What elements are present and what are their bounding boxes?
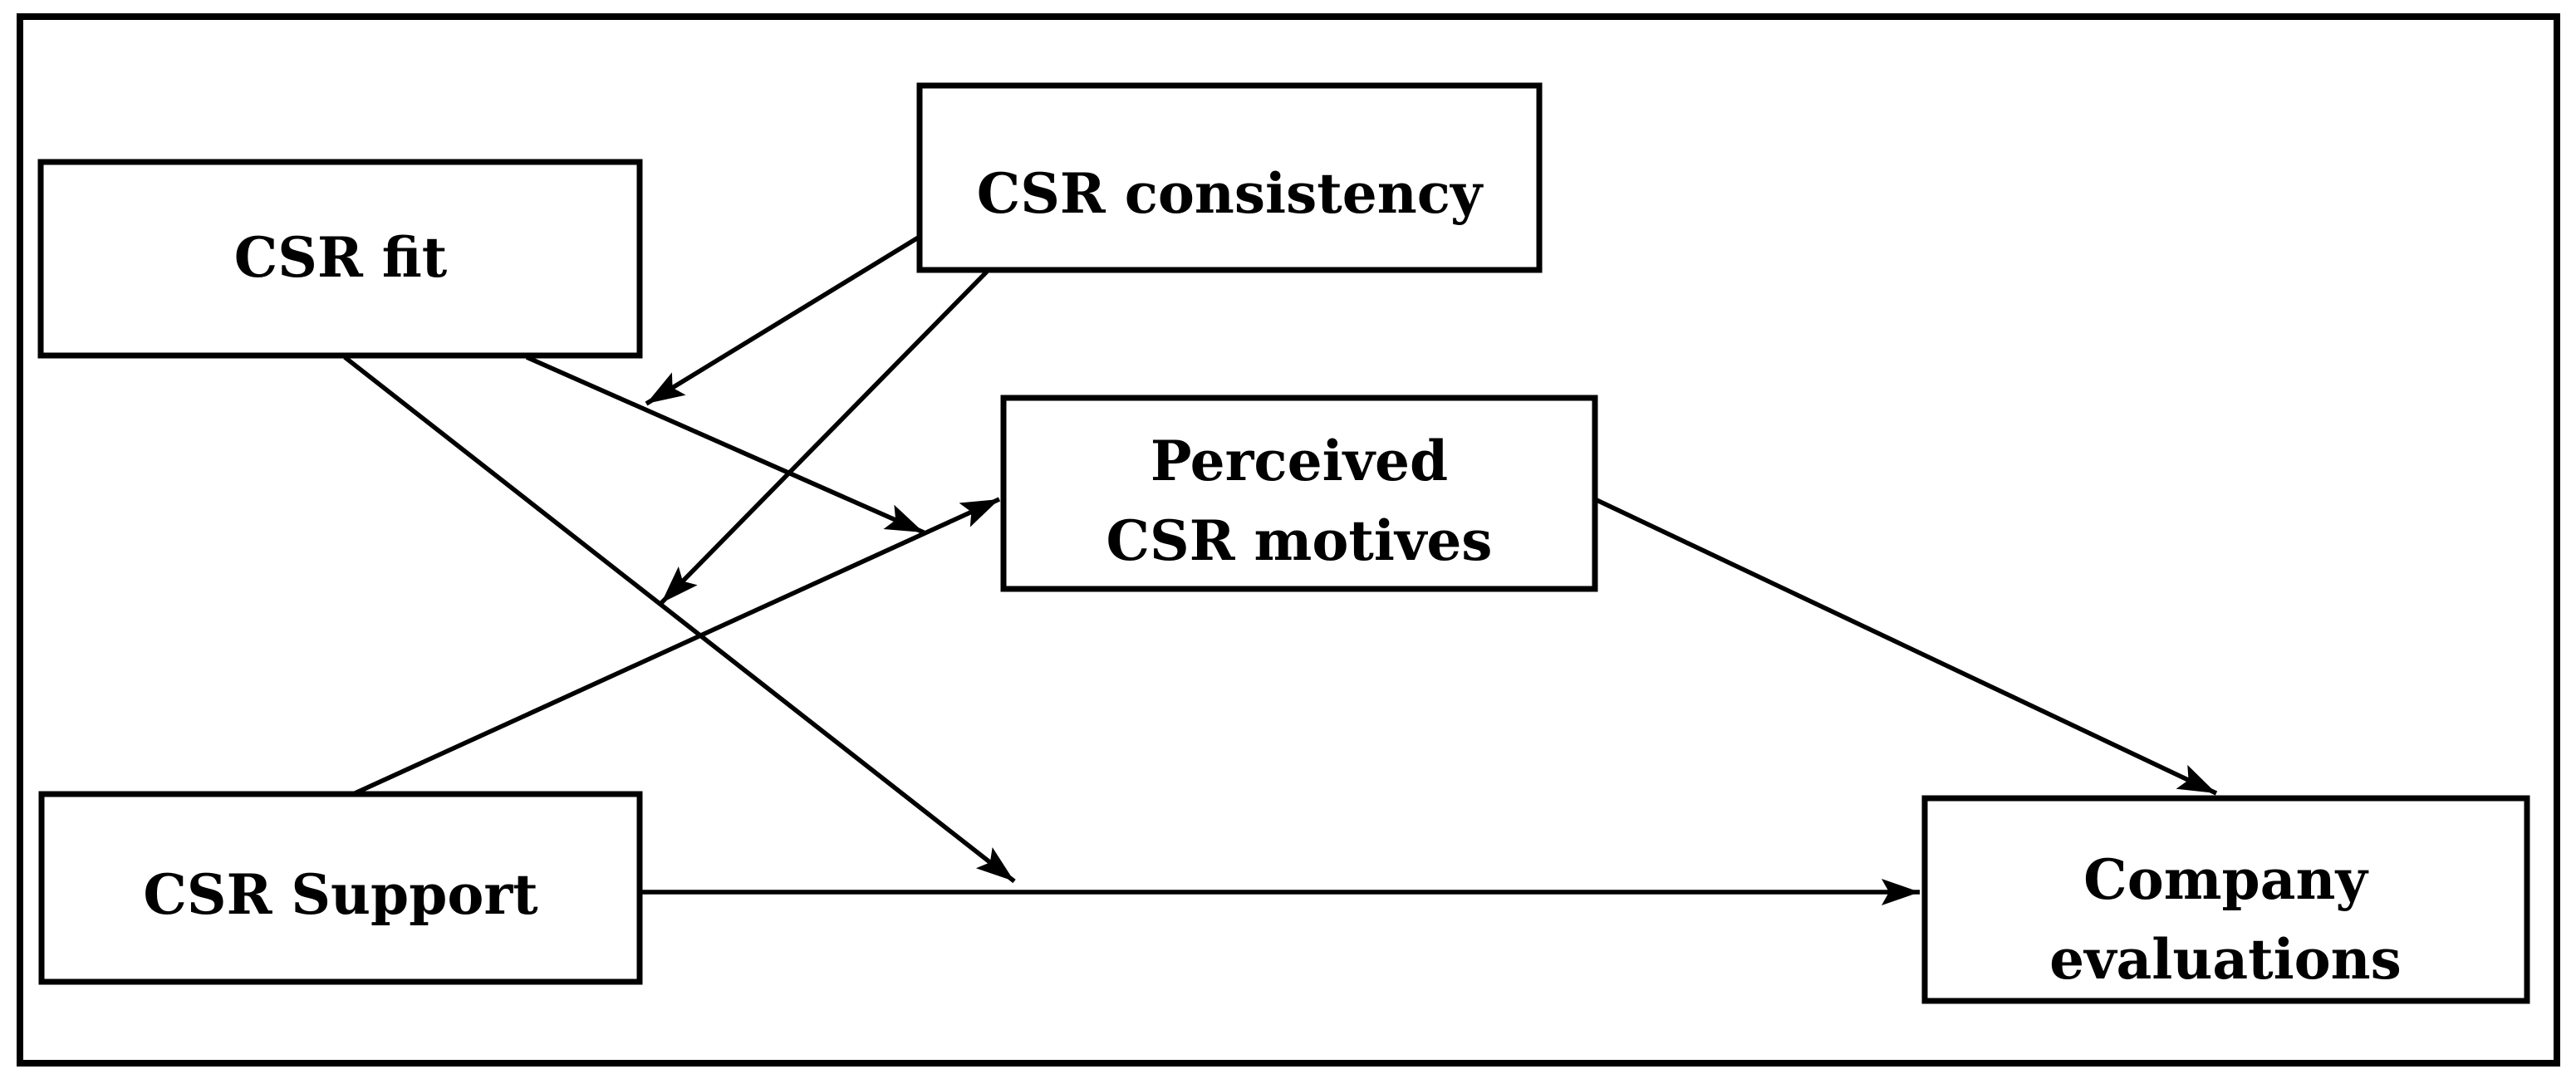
arrow-fit-moderates-support-evaluations-path [343,355,1016,884]
arrow-support-to-motives [351,497,1001,797]
company-evaluations-box [1921,795,2530,1004]
edges-group [343,234,2218,905]
csr-consistency-box [916,82,1543,273]
node-csr-fit: CSR fit [37,159,643,359]
node-company-evaluations: Company evaluations [1921,795,2530,1004]
company-evaluations-label-line2: evaluations [2049,927,2402,992]
csr-fit-label: CSR fit [234,225,448,290]
node-csr-consistency: CSR consistency [916,82,1543,273]
csr-fit-box [37,159,643,359]
csr-consistency-label: CSR consistency [977,161,1484,226]
csr-support-label: CSR Support [143,862,538,927]
arrow-motives-to-evaluations [1595,498,2218,796]
node-perceived-csr-motives: Perceived CSR motives [1000,395,1598,592]
outer-border [17,13,2560,1067]
perceived-csr-motives-box [1000,395,1598,592]
csr-support-box [38,791,643,985]
perceived-csr-motives-label-line2: CSR motives [1106,508,1493,573]
node-csr-support: CSR Support [38,791,643,985]
arrow-consistency-moderates-upper-path [645,234,921,406]
company-evaluations-label-line1: Company [2083,847,2368,912]
perceived-csr-motives-label-line1: Perceived [1151,429,1448,493]
arrow-fit-moderates-support-motives-path [525,355,925,535]
arrow-consistency-moderates-lower-path [660,270,989,605]
